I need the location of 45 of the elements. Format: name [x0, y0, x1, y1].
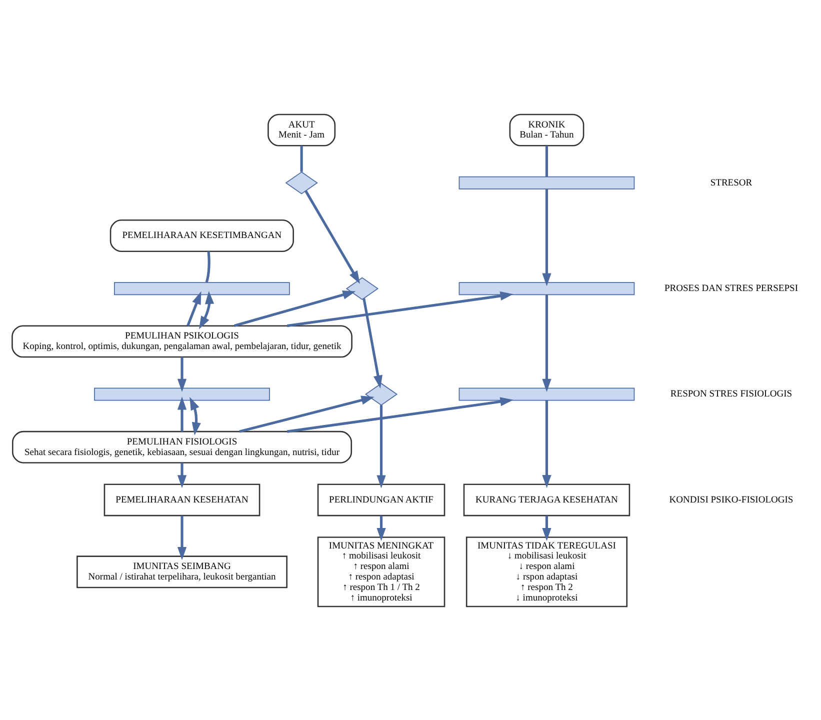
node-box: IMUNITAS MENINGKAT ↑ mobilisasi leukosit ↑ respon alami ↑ respon adaptasi ↑ respon Th 1 / Th 2 ↑ imunoproteksi — [317, 536, 446, 607]
node-bar — [458, 282, 635, 295]
arrow — [376, 404, 386, 488]
node-box: PEMULIHAN PSIKOLOGIS Koping, kontrol, optimis, dukungan, pengalaman awal, pembelajaran, tidur, genetik — [12, 324, 352, 358]
node-bar — [94, 387, 270, 400]
connector — [545, 145, 548, 176]
arrow — [234, 290, 356, 327]
node-box: IMUNITAS SEIMBANG Normal / istirahat terpelihara, leukosit bergantian — [76, 555, 288, 588]
arrow — [362, 298, 382, 388]
node-diamond — [346, 276, 379, 300]
arrow — [286, 396, 514, 432]
arrow — [186, 290, 202, 326]
label: RESPON STRES FISIOLOGIS — [670, 389, 792, 400]
arrow — [286, 290, 514, 327]
node-bar — [458, 387, 635, 400]
node-box: AKUT Menit - Jam — [268, 113, 336, 146]
arrow — [542, 294, 552, 392]
arrow — [239, 395, 374, 432]
node-box: PEMELIHARAAN KESEHATAN — [104, 483, 260, 516]
arrow — [542, 188, 552, 286]
arrow — [190, 396, 201, 435]
label: STRESOR — [710, 178, 752, 188]
node-box: IMUNITAS TIDAK TEREGULASI ↓ mobilisasi leukosit ↓ respon alami ↓ rspon adaptasi ↑ respon Th 2 ↓ imunoproteksi — [466, 536, 628, 607]
connector — [300, 145, 303, 172]
node-bar — [458, 176, 635, 189]
node-box: PEMULIHAN FISIOLOGIS Sehat secara fisiologis, genetik, kebiasaan, sesuai dengan lingkungan, nutrisi, tidur — [12, 430, 352, 463]
node-bar — [114, 282, 290, 295]
node-box: PEMELIHARAAN KESETIMBANGAN — [110, 219, 294, 252]
node-box: KURANG TERJAGA KESEHATAN — [463, 483, 630, 516]
connector — [205, 250, 210, 282]
arrow — [376, 515, 386, 541]
arrow — [177, 462, 187, 488]
arrow — [177, 515, 187, 560]
label: PROSES DAN STRES PERSEPSI — [664, 284, 798, 294]
node-diamond — [364, 382, 398, 406]
arrow — [304, 190, 360, 284]
arrow — [198, 290, 214, 329]
arrow — [177, 396, 187, 432]
node-box: KRONIK Bulan - Tahun — [509, 113, 584, 146]
arrow — [177, 356, 187, 392]
arrow — [542, 400, 552, 488]
label: KONDISI PSIKO-FISIOLOGIS — [669, 494, 794, 505]
arrow — [542, 515, 552, 541]
node-diamond — [285, 171, 318, 194]
node-box: PERLINDUNGAN AKTIF — [317, 483, 446, 516]
